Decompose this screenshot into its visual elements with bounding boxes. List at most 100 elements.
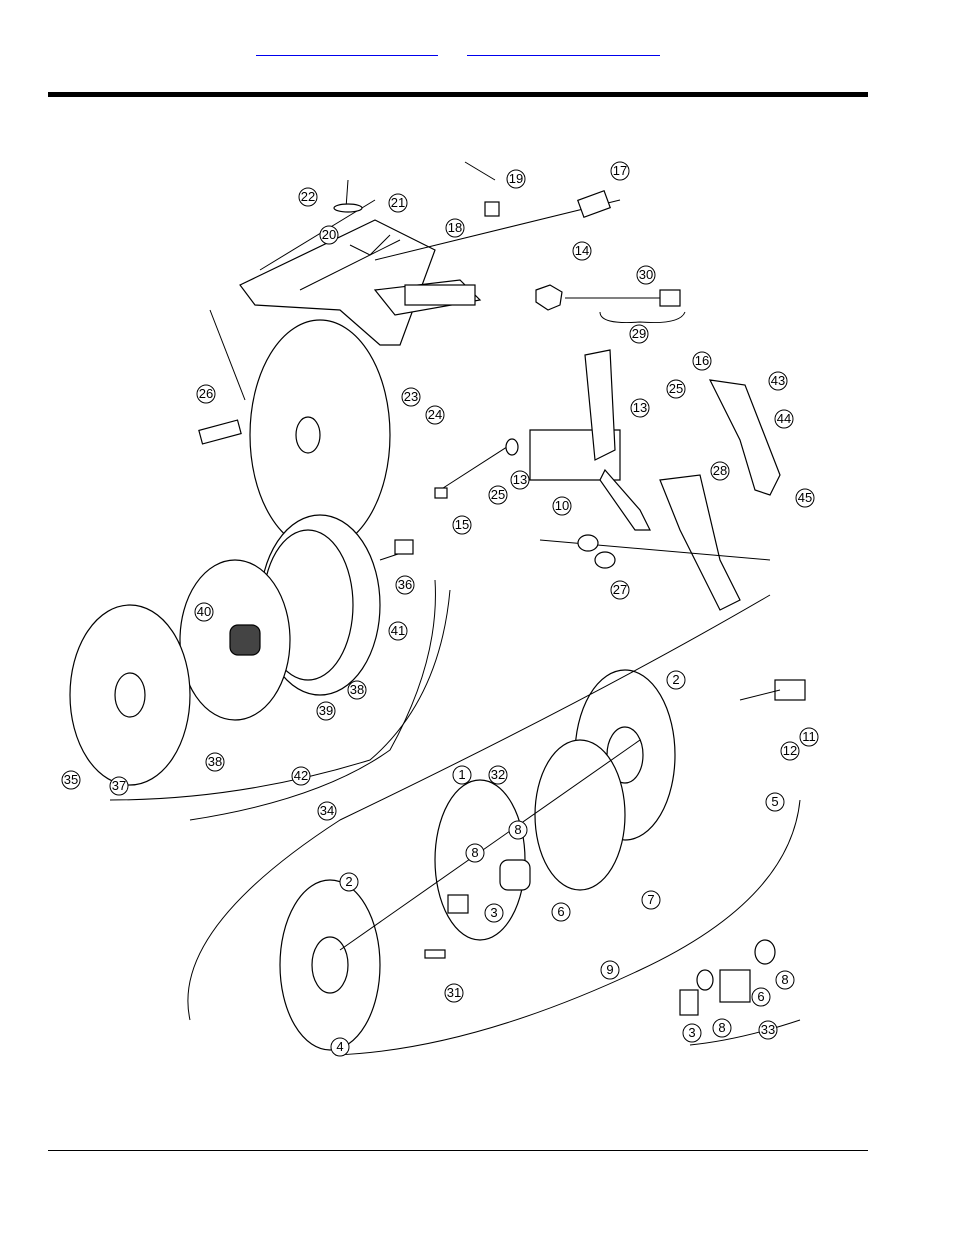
svg-text:7: 7 [647,892,654,907]
footer-rule [48,1150,868,1151]
callout-19: 19 [506,169,526,189]
header-link-right[interactable] [467,47,660,56]
upper-wheel-assembly [69,514,414,786]
callout-3b: 3 [682,1023,702,1043]
callout-37: 37 [109,776,129,796]
svg-text:9: 9 [606,962,613,977]
callout-22: 22 [298,187,318,207]
callout-8b: 8 [465,843,485,863]
side-arms [539,379,781,611]
header-link-left[interactable] [256,47,438,56]
callout-15: 15 [452,515,472,535]
svg-text:2: 2 [672,672,679,687]
svg-text:14: 14 [575,243,589,258]
callout-1: 1 [452,765,472,785]
callout-labels: 1 2 2 3 3 4 5 6 6 7 8 8 8 8 9 10 11 12 1… [61,161,819,1057]
svg-text:1: 1 [458,767,465,782]
svg-text:29: 29 [632,326,646,341]
svg-text:3: 3 [688,1025,695,1040]
svg-text:38: 38 [208,754,222,769]
callout-13b: 13 [510,470,530,490]
bushing-kit [679,939,801,1046]
grouping-braces [109,579,801,1056]
callout-38a: 38 [347,680,367,700]
svg-text:24: 24 [428,407,442,422]
svg-text:18: 18 [448,220,462,235]
svg-text:2: 2 [345,874,352,889]
svg-text:40: 40 [197,604,211,619]
callout-9: 9 [600,960,620,980]
callout-38b: 38 [205,752,225,772]
svg-text:35: 35 [64,772,78,787]
callout-14: 14 [572,241,592,261]
callout-10: 10 [552,496,572,516]
callout-17: 17 [610,161,630,181]
svg-text:33: 33 [761,1022,775,1037]
callout-4: 4 [330,1037,350,1057]
hardware-top [333,161,686,323]
callout-29: 29 [629,324,649,344]
callout-8d: 8 [775,970,795,990]
callout-43: 43 [768,371,788,391]
svg-text:34: 34 [320,803,334,818]
callout-36: 36 [395,575,415,595]
svg-text:42: 42 [294,768,308,783]
svg-text:10: 10 [555,498,569,513]
callout-8a: 8 [508,820,528,840]
disc-blade [198,309,391,551]
callout-44: 44 [774,409,794,429]
svg-text:16: 16 [695,353,709,368]
svg-text:39: 39 [319,703,333,718]
callout-40: 40 [194,602,214,622]
callout-41: 41 [388,621,408,641]
svg-text:5: 5 [771,794,778,809]
callout-6a: 6 [551,902,571,922]
svg-text:25: 25 [669,381,683,396]
bracket-assembly [434,349,651,531]
svg-text:21: 21 [391,195,405,210]
svg-text:15: 15 [455,517,469,532]
callout-23: 23 [401,387,421,407]
svg-text:4: 4 [336,1039,343,1054]
callout-6b: 6 [751,987,771,1007]
callout-25b: 25 [488,485,508,505]
parts-exploded-diagram: 1 2 2 3 3 4 5 6 6 7 8 8 8 8 9 10 11 12 1… [61,161,819,1057]
svg-text:8: 8 [471,845,478,860]
svg-text:11: 11 [802,729,816,744]
svg-text:6: 6 [557,904,564,919]
callout-2b: 2 [339,872,359,892]
svg-text:25: 25 [491,487,505,502]
svg-text:26: 26 [199,386,213,401]
callout-16: 16 [692,351,712,371]
svg-text:27: 27 [613,582,627,597]
svg-text:31: 31 [447,985,461,1000]
svg-text:13: 13 [513,472,527,487]
callout-32: 32 [488,765,508,785]
callout-39: 39 [316,701,336,721]
callout-3a: 3 [484,903,504,923]
callout-45: 45 [795,488,815,508]
callout-34: 34 [317,801,337,821]
callout-20: 20 [319,225,339,245]
callout-33: 33 [758,1020,778,1040]
callout-21: 21 [388,193,408,213]
callout-2a: 2 [666,670,686,690]
svg-text:41: 41 [391,623,405,638]
svg-text:20: 20 [322,227,336,242]
callout-31: 31 [444,983,464,1003]
svg-text:30: 30 [639,267,653,282]
callout-13a: 13 [630,398,650,418]
callout-26: 26 [196,384,216,404]
callout-25a: 25 [666,379,686,399]
svg-text:28: 28 [713,463,727,478]
callout-5: 5 [765,792,785,812]
svg-text:3: 3 [490,905,497,920]
svg-text:45: 45 [798,490,812,505]
svg-text:8: 8 [781,972,788,987]
svg-text:8: 8 [514,822,521,837]
frame-assembly [239,199,621,346]
svg-text:32: 32 [491,767,505,782]
svg-text:8: 8 [718,1020,725,1035]
svg-text:13: 13 [633,400,647,415]
svg-text:36: 36 [398,577,412,592]
